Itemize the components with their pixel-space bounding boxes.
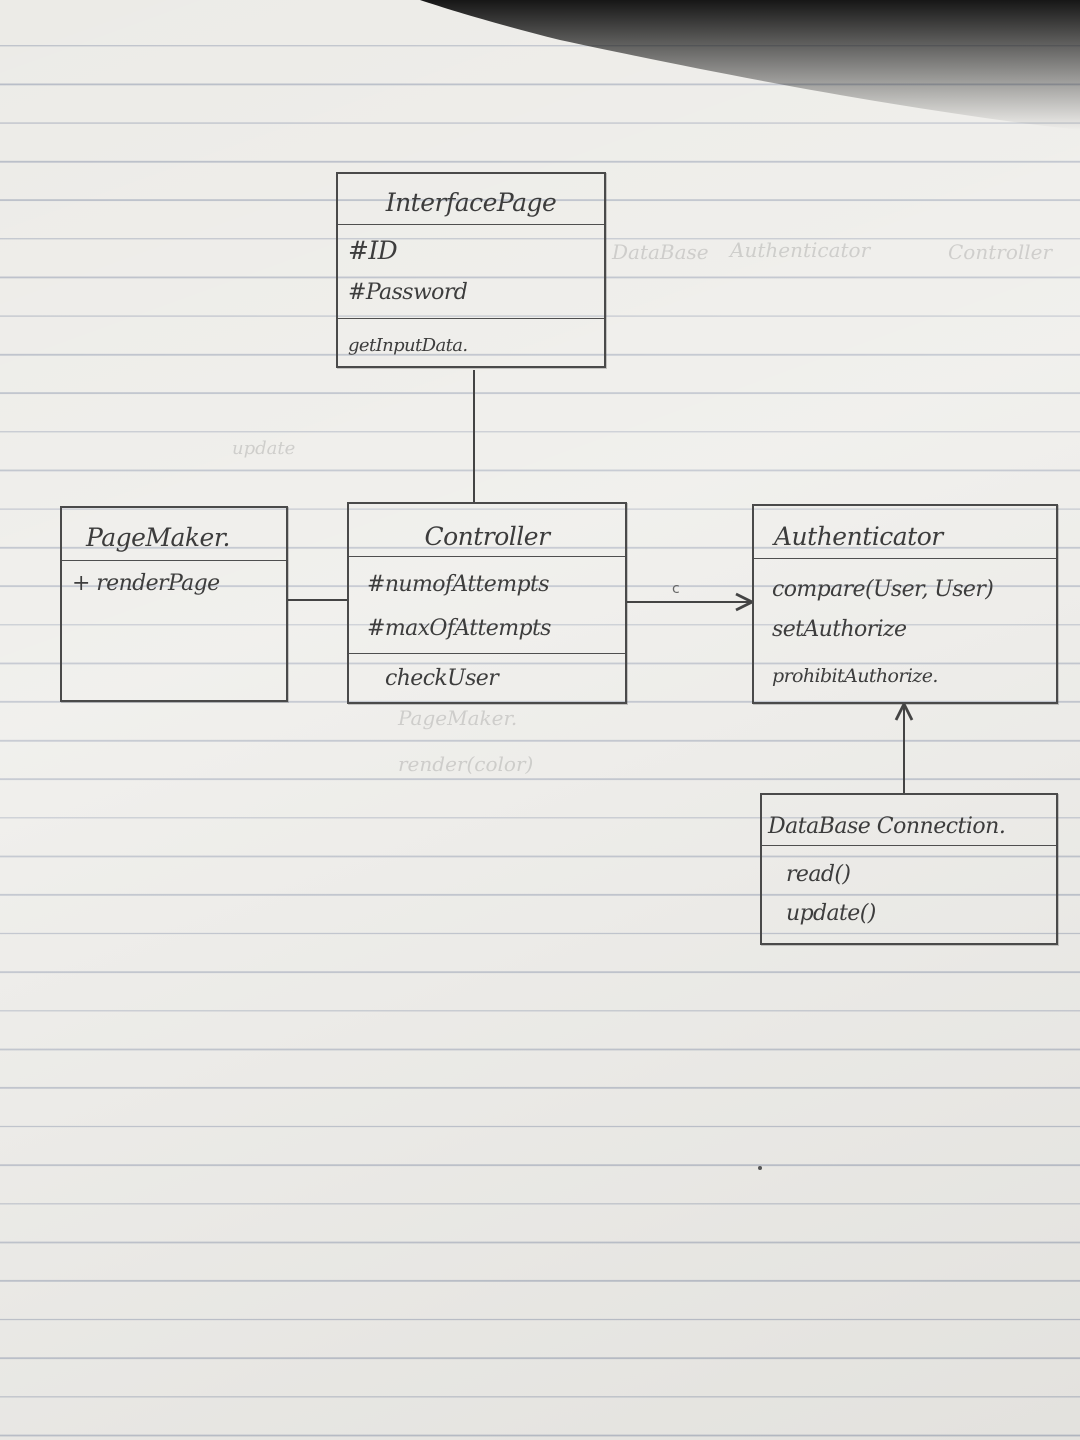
- operation-render-page: + renderPage: [72, 571, 220, 596]
- class-name: PageMaker.: [62, 508, 286, 561]
- bleed-through-text: update: [232, 438, 296, 459]
- bleed-through-text: PageMaker.: [398, 706, 518, 730]
- attributes-section: #numofAttempts #maxOfAttempts: [349, 557, 625, 654]
- class-interface-page: InterfacePage #ID #Password getInputData…: [336, 172, 606, 368]
- operations-section: checkUser: [349, 654, 625, 704]
- bleed-through-text: DataBase: [612, 240, 709, 264]
- bleed-through-text: Controller: [948, 240, 1053, 264]
- operation-compare: compare(User, User): [772, 577, 994, 602]
- operation-set-authorize: setAuthorize: [772, 617, 907, 642]
- small-mark: c: [672, 581, 680, 597]
- class-name: Authenticator: [754, 506, 1056, 559]
- class-page-maker: PageMaker. + renderPage: [60, 506, 288, 702]
- operations-section: + renderPage: [62, 561, 286, 607]
- class-name: DataBase Connection.: [762, 795, 1056, 846]
- operations-section: getInputData.: [338, 319, 604, 367]
- class-name: Controller: [349, 504, 625, 557]
- attributes-section: #ID #Password: [338, 225, 604, 319]
- attribute-max-of-attempts: #maxOfAttempts: [367, 616, 551, 641]
- class-controller: Controller #numofAttempts #maxOfAttempts…: [347, 502, 627, 704]
- operations-section: compare(User, User) setAuthorize prohibi…: [754, 559, 1056, 699]
- operation-update: update(): [786, 901, 876, 926]
- attribute-num-of-attempts: #numofAttempts: [367, 572, 550, 597]
- operation-get-input-data: getInputData.: [348, 335, 468, 356]
- class-name: InterfacePage: [338, 174, 604, 225]
- attribute-id: #ID: [348, 236, 398, 265]
- pencil-dot: [758, 1166, 762, 1170]
- bleed-through-text: Authenticator: [730, 238, 871, 262]
- operation-read: read(): [786, 862, 851, 887]
- operation-check-user: checkUser: [385, 666, 499, 691]
- operations-section: read() update(): [762, 846, 1056, 934]
- operation-prohibit-authorize: prohibitAuthorize.: [772, 665, 938, 687]
- class-database-connection: DataBase Connection. read() update(): [760, 793, 1058, 945]
- bleed-through-text: render(color): [398, 752, 534, 776]
- attribute-password: #Password: [348, 280, 468, 305]
- class-authenticator: Authenticator compare(User, User) setAut…: [752, 504, 1058, 704]
